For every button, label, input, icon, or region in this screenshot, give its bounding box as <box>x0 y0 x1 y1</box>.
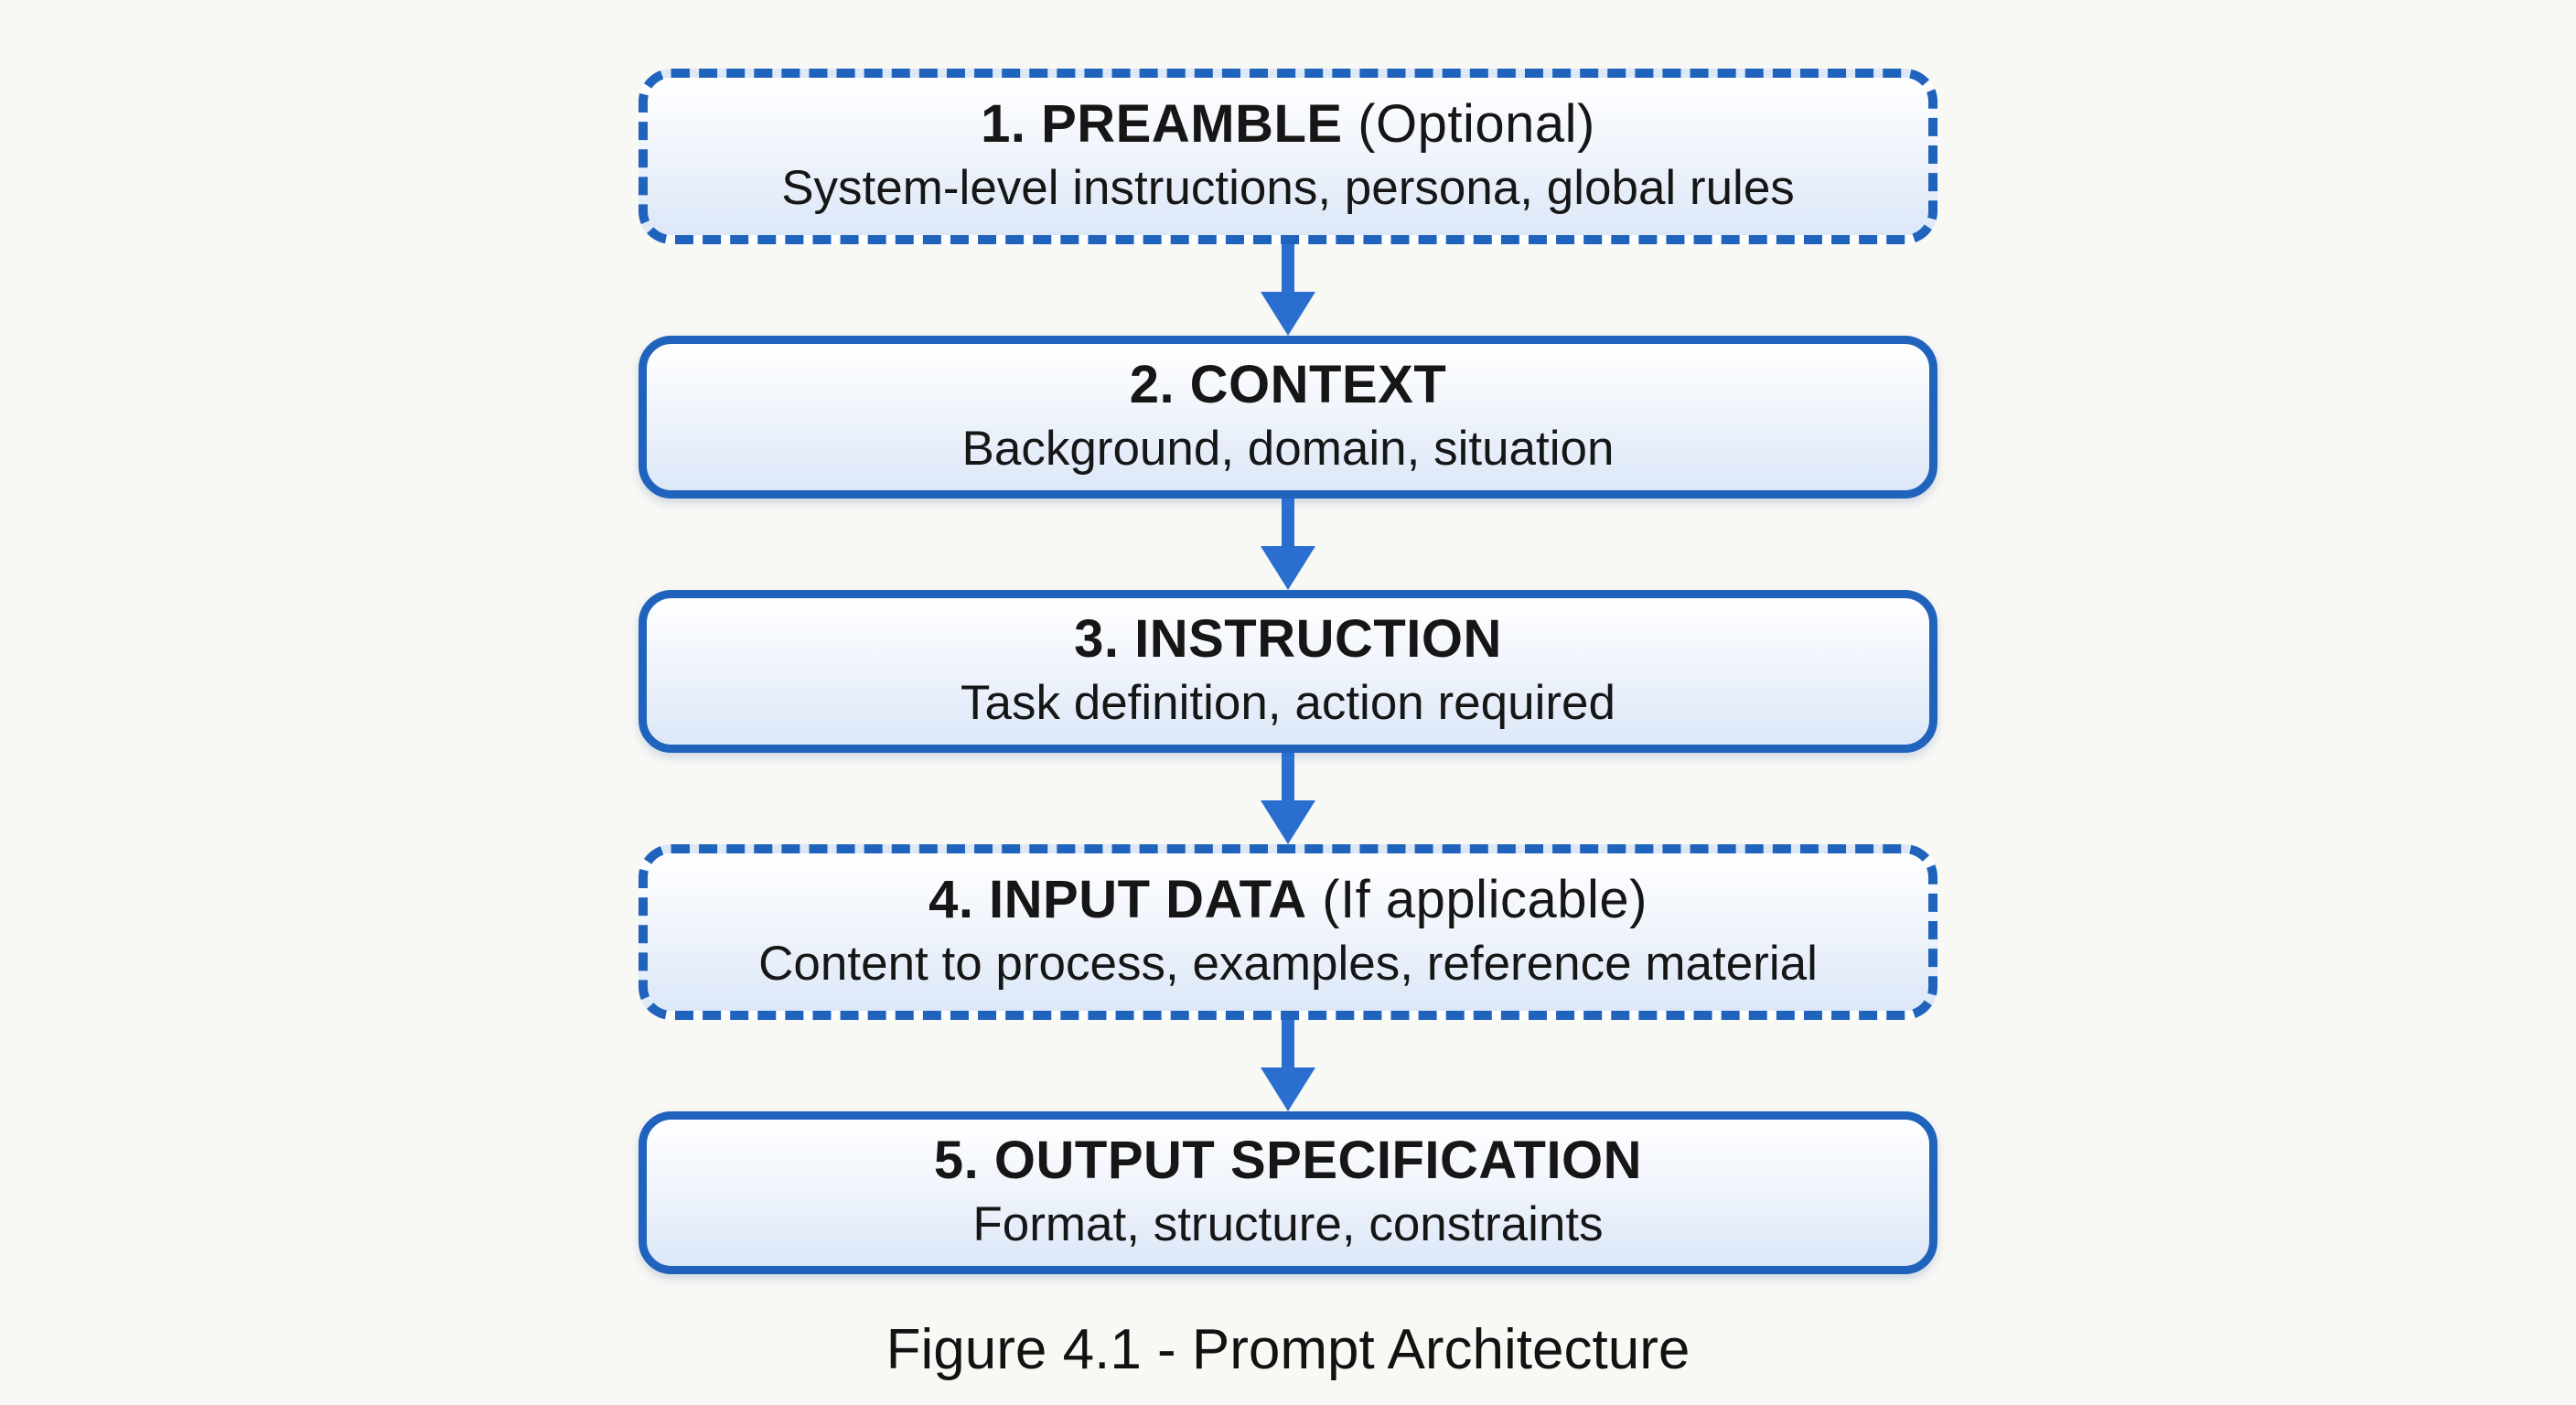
flowchart: 1. PREAMBLE (Optional) System-level inst… <box>639 69 1937 1274</box>
arrow-shaft <box>1282 753 1294 800</box>
node-title-text: 1. PREAMBLE <box>981 94 1343 154</box>
node-title-text: 2. CONTEXT <box>1129 355 1447 414</box>
flow-node-context: 2. CONTEXT Background, domain, situation <box>639 336 1937 499</box>
flow-node-instruction: 3. INSTRUCTION Task definition, action r… <box>639 590 1937 753</box>
node-title-text: 5. OUTPUT SPECIFICATION <box>933 1131 1643 1190</box>
node-title-text: 3. INSTRUCTION <box>1074 609 1502 669</box>
flow-arrow-down-icon <box>1261 753 1315 844</box>
node-title: 5. OUTPUT SPECIFICATION <box>934 1129 1642 1193</box>
figure-caption: Figure 4.1 - Prompt Architecture <box>886 1318 1690 1381</box>
flow-arrow-down-icon <box>1261 1020 1315 1111</box>
arrow-shaft <box>1282 244 1294 292</box>
flow-node-output-specification: 5. OUTPUT SPECIFICATION Format, structur… <box>639 1111 1937 1274</box>
arrow-shaft <box>1282 1020 1294 1067</box>
node-title: 4. INPUT DATA (If applicable) <box>928 868 1648 932</box>
node-title-qualifier: (Optional) <box>1342 94 1595 154</box>
node-title: 3. INSTRUCTION <box>1074 607 1502 671</box>
arrow-shaft <box>1282 499 1294 546</box>
node-title: 1. PREAMBLE (Optional) <box>981 92 1595 156</box>
flow-arrow-down-icon <box>1261 244 1315 336</box>
node-subtitle: System-level instructions, persona, glob… <box>781 161 1795 215</box>
arrow-head <box>1261 292 1315 336</box>
node-subtitle: Task definition, action required <box>961 676 1615 730</box>
flow-arrow-down-icon <box>1261 499 1315 590</box>
arrow-head <box>1261 1067 1315 1111</box>
node-title: 2. CONTEXT <box>1130 353 1447 417</box>
node-subtitle: Format, structure, constraints <box>972 1197 1604 1251</box>
flow-node-input-data: 4. INPUT DATA (If applicable) Content to… <box>639 844 1937 1020</box>
arrow-head <box>1261 800 1315 844</box>
node-subtitle: Content to process, examples, reference … <box>758 937 1818 991</box>
node-title-text: 4. INPUT DATA <box>928 870 1307 929</box>
arrow-head <box>1261 546 1315 590</box>
node-subtitle: Background, domain, situation <box>961 422 1615 476</box>
node-title-qualifier: (If applicable) <box>1306 870 1648 929</box>
flow-node-preamble: 1. PREAMBLE (Optional) System-level inst… <box>639 69 1937 244</box>
